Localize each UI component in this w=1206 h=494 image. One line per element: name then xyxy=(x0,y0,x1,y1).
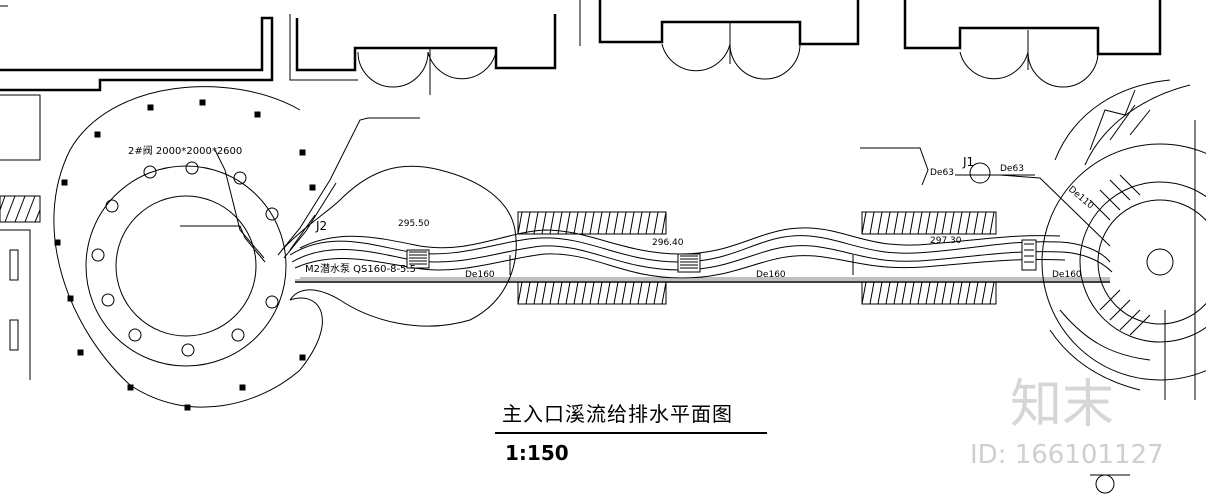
pump-id-label: J2 xyxy=(315,219,327,233)
left-paving xyxy=(0,195,41,380)
watermark-logo: 知末 xyxy=(1010,375,1115,435)
section-marker xyxy=(1090,474,1130,494)
pipe-size-2: De160 xyxy=(756,270,786,280)
promenade-paving xyxy=(517,211,997,305)
title-underline xyxy=(495,432,767,434)
pipe-size-1: De160 xyxy=(465,270,495,280)
pipe-size-4: De63 xyxy=(930,168,954,178)
drawing-scale: 1:150 xyxy=(505,441,569,465)
well-id-label: J1 xyxy=(962,155,974,169)
watermark-id: ID: 166101127 xyxy=(970,440,1164,470)
grates xyxy=(406,239,1037,273)
supply-pipes xyxy=(180,117,1111,263)
elevation-3: 297.30 xyxy=(930,236,962,246)
pump-label: M2潜水泵 QS160-8-5.5 xyxy=(305,262,416,275)
right-plaza xyxy=(1041,79,1206,400)
building-outlines xyxy=(0,0,1162,161)
plaza-markers xyxy=(54,99,316,411)
elevation-2: 296.40 xyxy=(652,238,684,248)
valve-spec-label: 2#阀 2000*2000*2600 xyxy=(128,144,242,157)
drain-pipe xyxy=(295,255,1110,283)
drawing-title: 主入口溪流给排水平面图 xyxy=(502,402,733,426)
pipe-size-5: De63 xyxy=(1000,164,1024,174)
elevation-1: 295.50 xyxy=(398,219,430,229)
pipe-size-3: De160 xyxy=(1052,270,1082,280)
